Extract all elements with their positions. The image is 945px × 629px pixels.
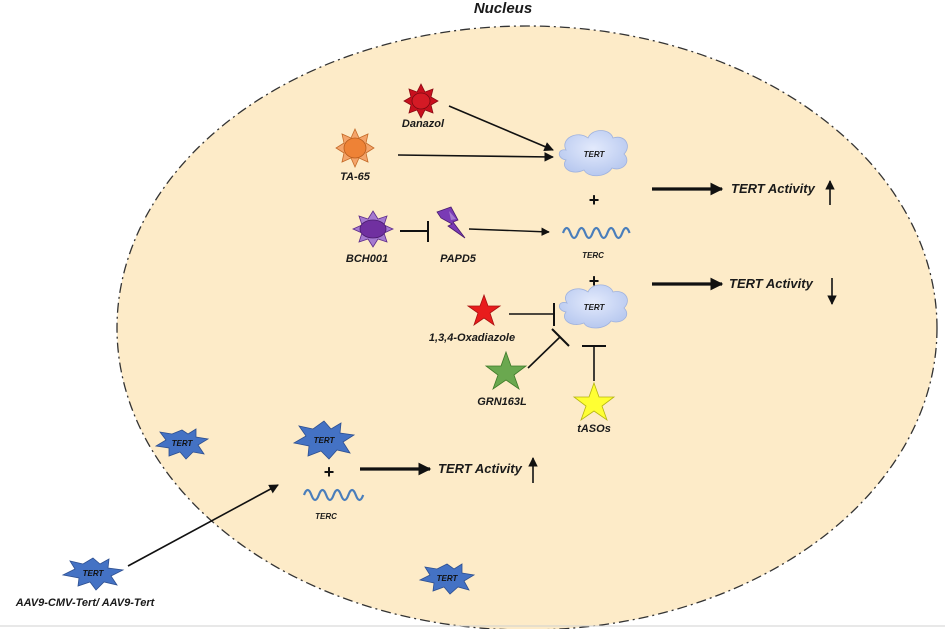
danazol-icon — [403, 83, 439, 119]
papd5-label: PAPD5 — [440, 253, 477, 265]
aav-tert-star-label: TERT — [83, 569, 105, 578]
tert-cloud-upper: TERT — [558, 130, 628, 177]
plus-sign-3: + — [324, 462, 335, 482]
tert-star-left: TERT — [154, 428, 210, 460]
tert-star-complex: TERT — [292, 420, 356, 460]
tasos-star-icon — [572, 381, 616, 422]
papd5-lightning-icon — [436, 206, 466, 239]
danazol-label: Danazol — [402, 118, 445, 130]
terc-lower-label: TERC — [315, 512, 337, 521]
danazol-arrow — [448, 105, 554, 152]
terc-wave-lower — [302, 488, 365, 502]
ta65-arrow — [397, 152, 554, 162]
bch001-icon — [352, 210, 394, 248]
aav-delivery-arrow — [127, 484, 279, 567]
plus-sign-1: + — [589, 190, 600, 210]
activity-down-label: TERT Activity — [729, 276, 814, 291]
aav-label: AAV9-CMV-Tert/ AAV9-Tert — [15, 597, 156, 609]
grn163l-star-icon — [484, 350, 528, 391]
tert-star-bottom: TERT — [418, 563, 476, 595]
grn163l-label: GRN163L — [477, 396, 527, 408]
aav-tert-star: TERT — [61, 557, 125, 591]
papd5-arrow — [468, 227, 550, 236]
oxadiazole-label: 1,3,4-Oxadiazole — [429, 332, 515, 344]
ta65-icon — [335, 128, 375, 168]
grn163l-inhibition-line — [527, 336, 561, 369]
tert-cloud-lower: TERT — [558, 284, 628, 329]
terc-wave-upper — [561, 226, 631, 240]
tert-star-left-label: TERT — [172, 439, 194, 448]
tasos-label: tASOs — [577, 423, 611, 435]
oxadiazole-star-icon — [466, 293, 502, 327]
activity-up-2-label: TERT Activity — [438, 461, 523, 476]
tert-cloud-lower-label: TERT — [584, 303, 606, 312]
tert-star-bottom-label: TERT — [437, 574, 459, 583]
grn163l-inhibition-bar — [551, 328, 570, 347]
plus-sign-2: + — [589, 271, 600, 291]
nucleus-membrane — [116, 25, 938, 629]
activity-up-1-label: TERT Activity — [731, 181, 816, 196]
ta65-label: TA-65 — [340, 171, 371, 183]
terc-upper-label: TERC — [582, 251, 604, 260]
tert-cloud-upper-label: TERT — [584, 150, 606, 159]
bch001-label: BCH001 — [346, 253, 388, 265]
diagram-title: Nucleus — [474, 0, 532, 17]
tert-star-complex-label: TERT — [314, 436, 336, 445]
